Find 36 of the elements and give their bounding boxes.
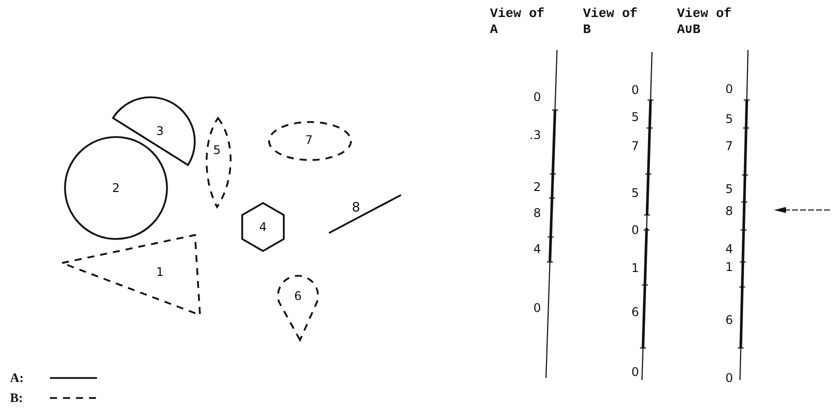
sequence-number: 0	[631, 224, 639, 236]
sequence-number: 1	[725, 261, 733, 273]
sequence-number: 7	[631, 140, 639, 152]
sequence-number: 2	[533, 181, 541, 193]
sequence-number: 0	[533, 302, 541, 314]
column-heading: View of B	[583, 6, 639, 38]
sequence-number: 4	[725, 243, 733, 255]
sequence-number: 0	[725, 83, 733, 95]
sequence-number: 0	[533, 91, 541, 103]
shape-number: 5	[213, 144, 221, 156]
sequence-number: 7	[725, 140, 733, 152]
sequence-number: 0	[631, 84, 639, 96]
sequence-number: 0	[631, 366, 639, 378]
shape-number: 6	[294, 290, 302, 302]
shape-number: 8	[352, 202, 360, 214]
sequence-number: 4	[533, 243, 541, 255]
column-heading: View of A	[490, 6, 546, 38]
legend-label: B:	[10, 391, 23, 404]
shape-number: 3	[156, 125, 164, 137]
shape-number: 4	[259, 221, 267, 233]
sequence-number: 8	[533, 207, 541, 219]
shape-number: 7	[305, 134, 313, 146]
sequence-number: .3	[530, 129, 541, 141]
sequence-number: 0	[725, 372, 733, 384]
shape-number: 1	[156, 266, 164, 278]
sequence-number: 5	[725, 113, 733, 125]
shape-number: 2	[112, 182, 120, 194]
column-heading: View of A∪B	[677, 6, 733, 38]
sequence-number: 5	[631, 111, 639, 123]
sequence-number: 1	[631, 262, 639, 274]
legend-label: A:	[10, 371, 24, 384]
sequence-number: 5	[631, 187, 639, 199]
sequence-number: 8	[725, 205, 733, 217]
sequence-number: 6	[725, 314, 733, 326]
sequence-number: 6	[631, 306, 639, 318]
sequence-number: 5	[725, 183, 733, 195]
